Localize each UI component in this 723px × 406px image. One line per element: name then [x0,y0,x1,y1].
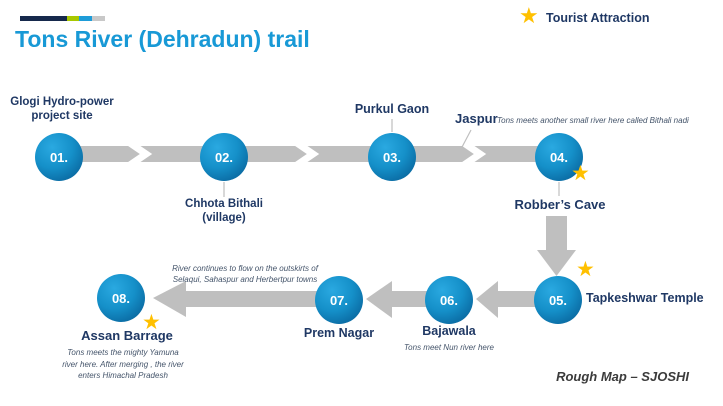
stop-04-circle: 04. [535,133,583,181]
arrow-07-08-head-icon [153,281,186,317]
stop-04-note: Tons meets another small river here call… [497,116,689,125]
stop-08-number: 08. [111,290,131,306]
stop-01-circle: 01. [35,133,83,181]
stop-08-note-line2: river here. After merging , the river [62,359,184,369]
stop-08-circle: 08. [97,274,145,322]
arrow-07-08-bar [184,291,317,307]
chevron-notch-1 [125,138,153,170]
arrow-05-06-bar [496,291,536,307]
stop-01-label-line2: project site [31,109,93,122]
arrow-06-07-bar [390,291,427,307]
chevron-notch-3 [459,138,487,170]
accent-bar [20,16,105,21]
legend-label: Tourist Attraction [546,11,650,25]
stop-02-label-line1: Chhota Bithali [185,198,263,210]
stop-08-note-line1: Tons meets the mighty Yamuna [67,348,179,357]
stop-05-label: Tapkeshwar Temple [586,291,704,305]
stop-02-label: Chhota Bithali (village) [185,198,263,225]
stop-08-note: Tons meets the mighty Yamuna river here.… [62,347,184,382]
stop-03-label: Purkul Gaon [354,102,430,116]
stop-02-label-line2: (village) [202,211,246,224]
page-title: Tons River (Dehradun) trail [15,26,310,52]
stop-06-number: 06. [439,292,459,308]
stop-02-number: 02. [214,149,234,165]
accent-segment-blue [79,16,92,21]
stop-06-note: Tons meet Nun river here [404,343,494,352]
stop-04-number: 04. [549,149,569,165]
stop-07-note-line2: Selaqui, Sahaspur and Herbertpur towns [172,274,318,284]
accent-segment-navy [20,16,67,21]
arrow-06-07-head-icon [366,281,392,318]
stop-06-circle: 06. [425,276,473,324]
stop-08-label: Assan Barrage [81,328,173,343]
stop-05-number: 05. [548,292,568,308]
star-icon: ★ [142,311,161,334]
arrow-down-bar [546,216,567,252]
stop-08-note-line3: enters Himachal Pradesh [78,371,168,380]
stop-07-number: 07. [329,292,349,308]
stop-07-note-line1: River continues to flow on the outskirts… [172,264,318,273]
footer-credit: Rough Map – SJOSHI [556,369,689,384]
stop-06-label: Bajawala [422,324,476,338]
leader-line-04-top [460,129,472,150]
stop-03-number: 03. [382,149,402,165]
star-icon: ★ [519,3,539,28]
accent-segment-lime [67,16,79,21]
stop-07-label: Prem Nagar [303,326,375,340]
stop-04-label: Jaspur [455,111,498,126]
stop-01-number: 01. [49,149,69,165]
stop-03-circle: 03. [368,133,416,181]
stop-02-circle: 02. [200,133,248,181]
stop-07-circle: 07. [315,276,363,324]
stop-01-label-line1: Glogi Hydro-power [10,96,114,108]
chevron-notch-2 [292,138,320,170]
star-icon: ★ [576,258,595,281]
stop-07-note: River continues to flow on the outskirts… [172,264,318,285]
star-icon: ★ [571,162,590,185]
stop-05-circle: 05. [534,276,582,324]
accent-segment-gray [92,16,105,21]
arrow-down-head-icon [537,250,576,276]
arrow-05-06-head-icon [476,281,498,318]
stop-01-label: Glogi Hydro-power project site [10,96,114,123]
stop-04-attraction-label: Robber’s Cave [514,197,606,212]
